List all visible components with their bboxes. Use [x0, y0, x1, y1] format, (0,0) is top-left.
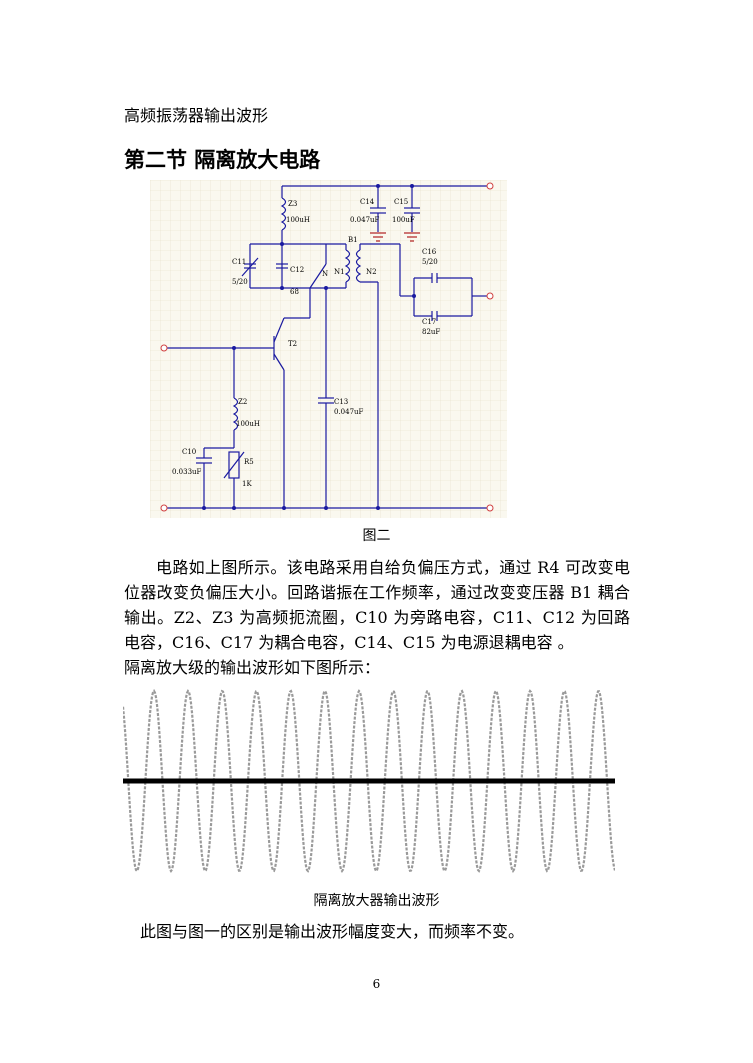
paragraph-conclusion: 此图与图一的区别是输出波形幅度变大，而频率不变。: [140, 922, 525, 941]
circuit-diagram: Z3 100uH C14 0.047uF C15 100uF B1 C16 5/…: [150, 180, 507, 518]
page-number: 6: [372, 977, 381, 991]
label-c13: C13: [334, 398, 348, 406]
label-c13-value: 0.047uF: [334, 408, 364, 416]
label-c17-value: 82uF: [422, 328, 440, 336]
label-z3: Z3: [288, 200, 297, 208]
label-r5: R5: [244, 458, 254, 466]
label-z3-value: 100uH: [286, 216, 310, 224]
label-c16: C16: [422, 248, 437, 256]
label-c10-value: 0.033uF: [172, 468, 202, 476]
label-b1: B1: [348, 236, 358, 244]
label-c12: C12: [290, 266, 304, 274]
label-n-mark: N: [322, 270, 328, 278]
waveform-caption-top: 高频振荡器输出波形: [124, 106, 269, 125]
label-c11-value: 5/20: [232, 278, 248, 286]
label-r5-value: 1K: [242, 480, 252, 488]
paragraph-waveform-intro: 隔离放大级的输出波形如下图所示：: [124, 658, 381, 677]
label-z2: Z2: [238, 398, 247, 406]
label-z2-value: 100uH: [236, 420, 260, 428]
waveform-caption: 隔离放大器输出波形: [313, 893, 440, 909]
label-c15-value: 100uF: [392, 216, 415, 224]
label-c12-value: 68: [290, 288, 299, 296]
figure-caption: 图二: [362, 528, 391, 544]
label-c11: C11: [232, 258, 246, 266]
section-heading: 第二节 隔离放大电路: [124, 148, 321, 172]
label-c17: C17: [422, 318, 436, 326]
label-c16-value: 5/20: [422, 258, 438, 266]
label-n1: N1: [334, 268, 345, 276]
label-c15: C15: [394, 198, 408, 206]
paragraph-circuit-description: 电路如上图所示。该电路采用自给负偏压方式，通过 R4 可改变电位器改变负偏压大小…: [124, 558, 630, 652]
label-c14: C14: [360, 198, 375, 206]
label-c14-value: 0.047uF: [350, 216, 380, 224]
output-waveform: [123, 679, 615, 884]
label-c10: C10: [182, 448, 196, 456]
label-n2: N2: [366, 268, 377, 276]
label-t2: T2: [288, 340, 297, 348]
